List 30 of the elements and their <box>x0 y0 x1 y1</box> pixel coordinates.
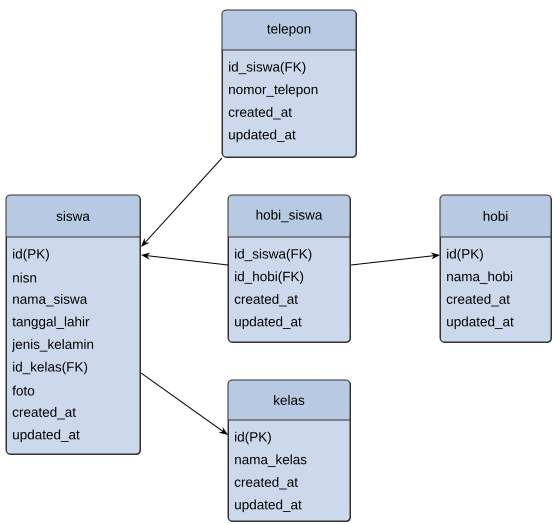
field-name: updated_at <box>235 316 302 330</box>
field-name: id_kelas(FK) <box>13 362 88 374</box>
field-name: created_at <box>228 106 292 120</box>
field-name: jenis_kelamin <box>12 339 94 352</box>
table-header: kelas <box>274 395 304 405</box>
field-name: nama_kelas <box>235 454 306 467</box>
field-name: updated_at <box>13 430 80 442</box>
field-name: id_siswa(FK) <box>229 62 306 74</box>
field-name: created_at <box>234 294 298 306</box>
field-name: id(PK) <box>235 432 271 444</box>
field-name: updated_at <box>235 500 302 512</box>
field-name: created_at <box>12 406 76 420</box>
field-name: created_at <box>234 476 298 490</box>
field-name: nama_hobi <box>447 271 512 284</box>
field-name: id_siswa(FK) <box>235 248 312 262</box>
field-name: id(PK) <box>447 248 483 262</box>
field-name: nama_siswa <box>13 294 88 306</box>
table-header: siswa <box>56 211 90 221</box>
field-name: updated_at <box>229 130 296 142</box>
field-name: nomor_telepon <box>229 84 318 97</box>
table-header: hobi_siswa <box>256 210 322 222</box>
field-name: id_hobi(FK) <box>235 271 304 284</box>
field-name: foto <box>12 386 34 396</box>
table-header: hobi <box>484 211 508 221</box>
field-name: created_at <box>446 294 510 306</box>
field-name: nisn <box>13 272 36 283</box>
table-header: telepon <box>267 24 310 36</box>
field-name: updated_at <box>447 316 514 330</box>
field-name: tanggal_lahir <box>12 316 90 330</box>
field-name: id(PK) <box>13 248 49 262</box>
